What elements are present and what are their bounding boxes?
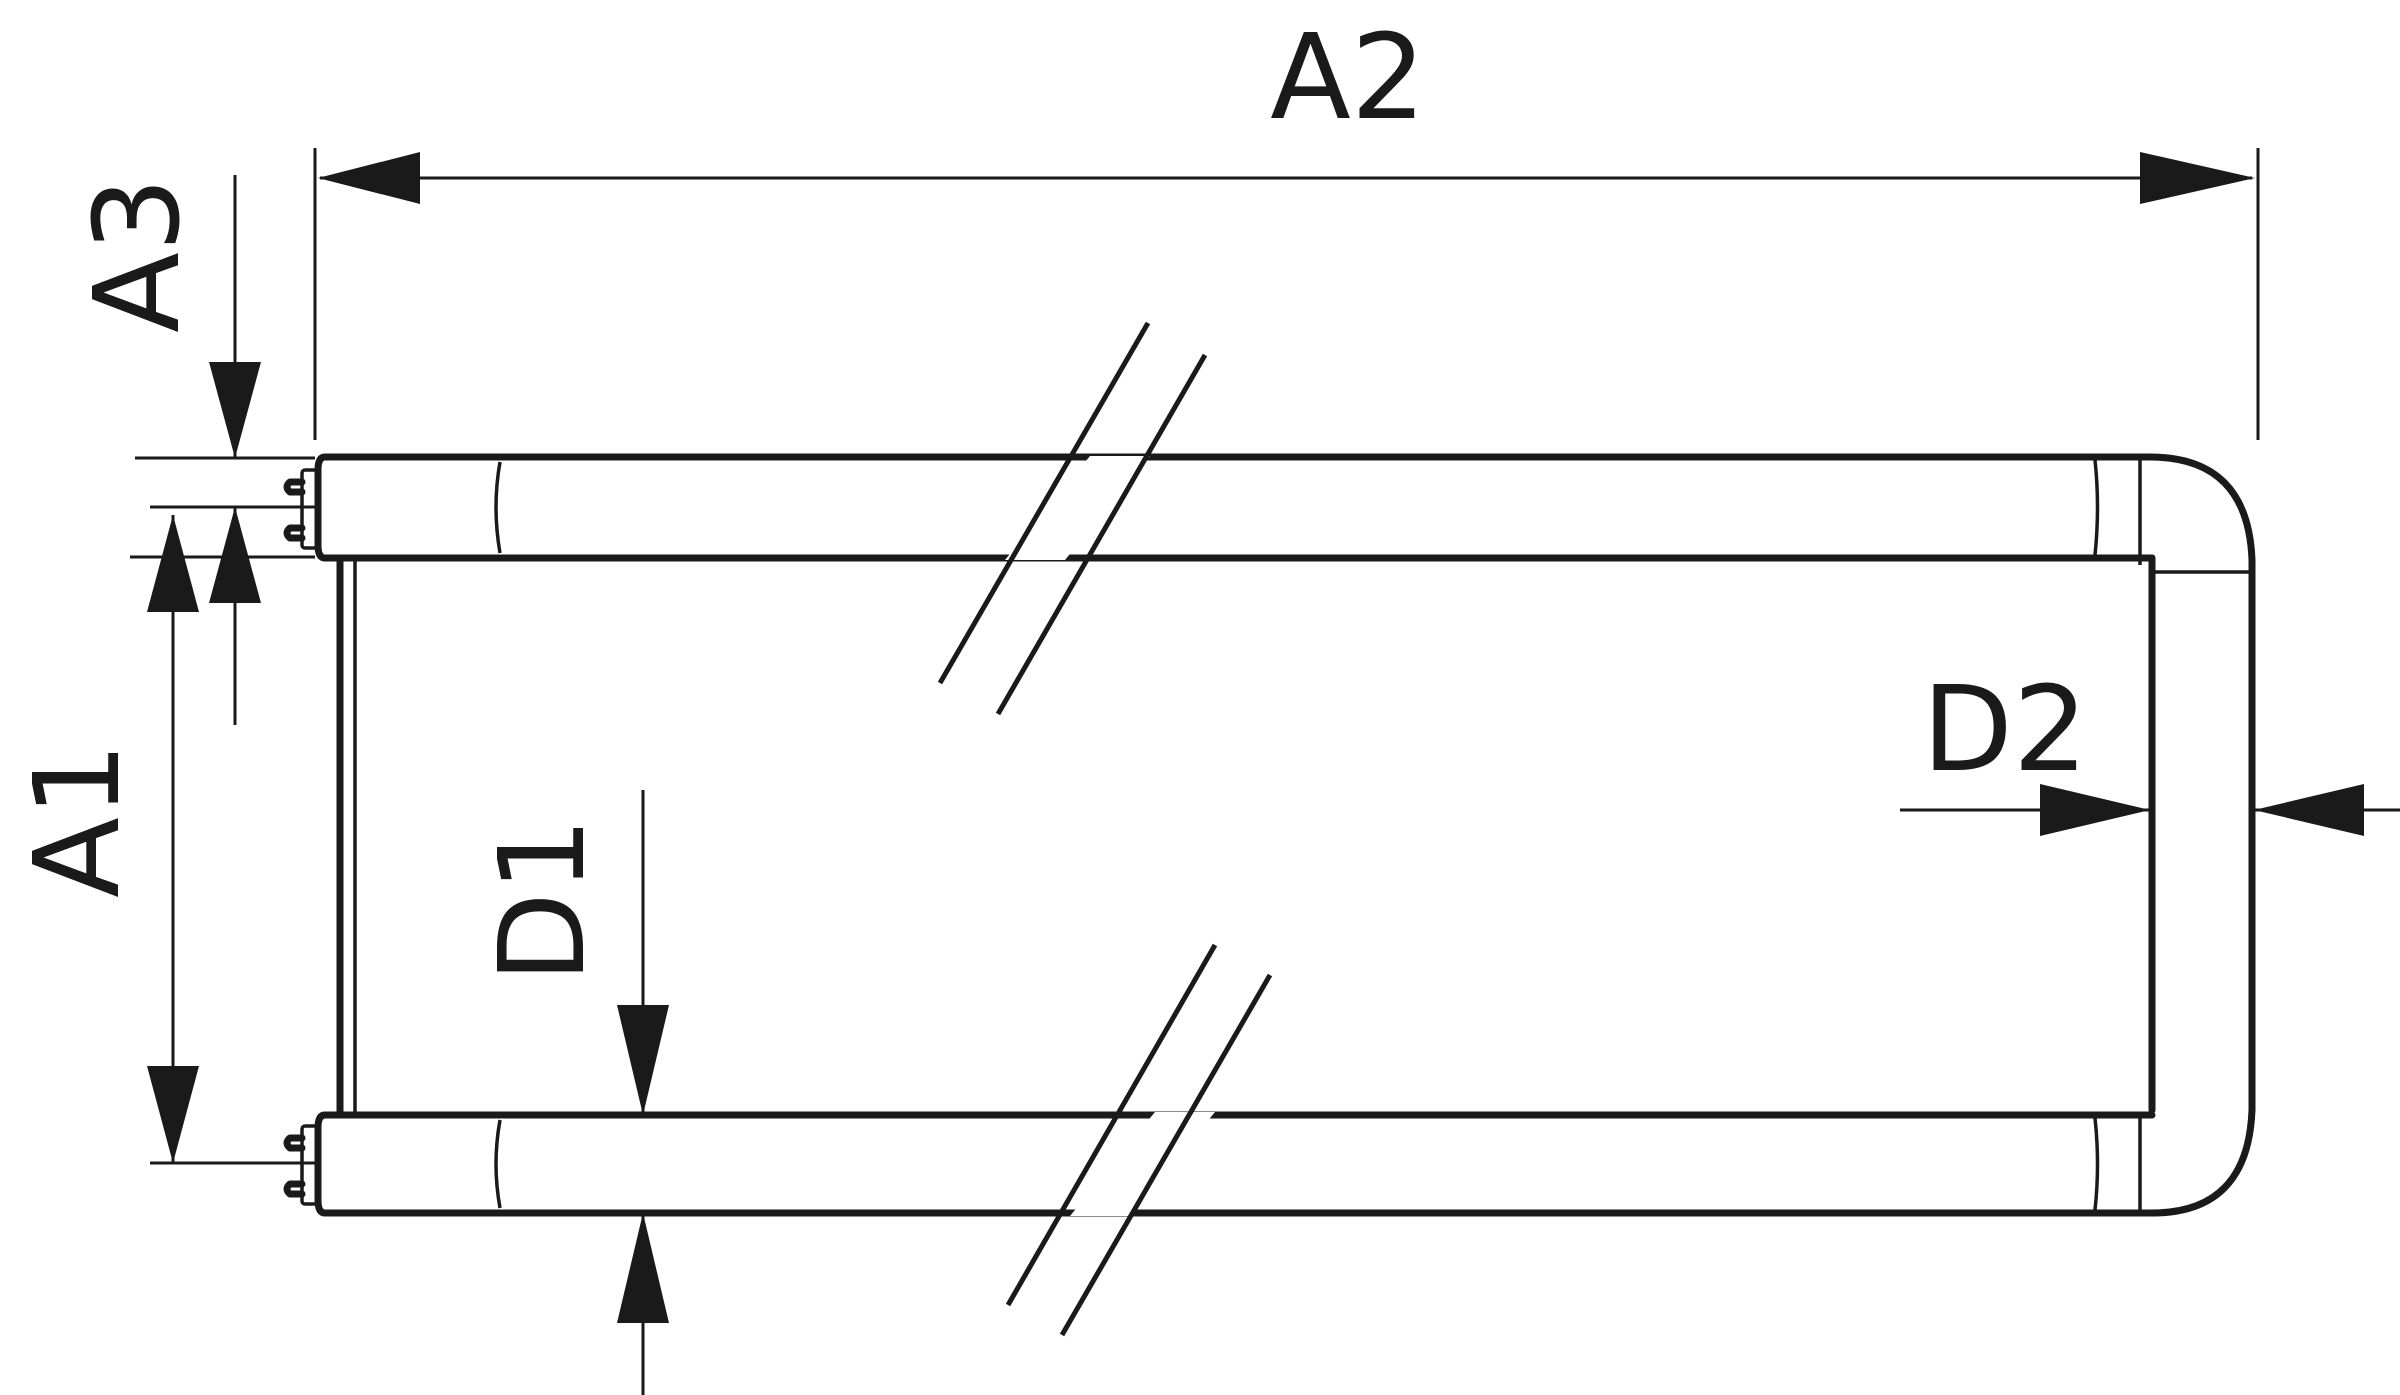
u-tube-lamp bbox=[283, 453, 2256, 1217]
top-tube-leg bbox=[314, 453, 2256, 574]
label-d1: D1 bbox=[473, 817, 611, 983]
dimension-d1: D1 bbox=[473, 790, 669, 1395]
dimension-d2: D2 bbox=[1900, 660, 2400, 836]
dimension-a1: A1 bbox=[8, 515, 315, 1165]
label-a3: A3 bbox=[68, 177, 206, 333]
label-a2: A2 bbox=[1270, 8, 1426, 146]
inner-vertical-lines bbox=[336, 554, 2256, 1119]
label-a1: A1 bbox=[8, 742, 146, 898]
break-marks bbox=[937, 321, 1273, 1337]
top-pins bbox=[283, 468, 320, 550]
dimension-a2: A2 bbox=[313, 8, 2260, 440]
label-d2: D2 bbox=[1922, 660, 2088, 798]
bottom-tube-leg bbox=[314, 1106, 2256, 1217]
bottom-pins bbox=[283, 1124, 320, 1206]
dimension-a3: A3 bbox=[68, 175, 315, 725]
